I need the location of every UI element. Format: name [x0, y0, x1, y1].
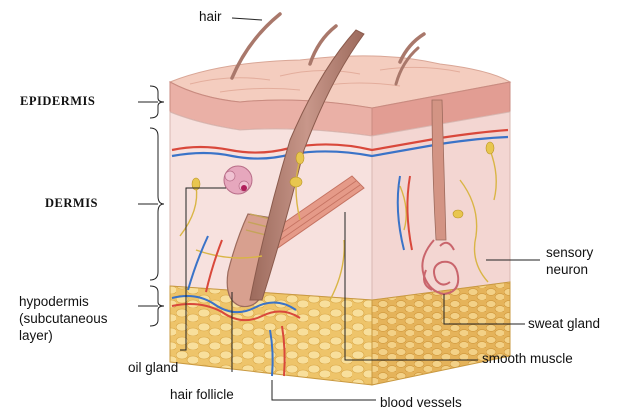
hypodermis-side: [372, 282, 510, 385]
label-epidermis: EPIDERMIS: [20, 95, 95, 109]
label-hypodermis: hypodermis (subcutaneous layer): [19, 293, 108, 344]
label-hair-follicle: hair follicle: [170, 388, 234, 403]
label-smooth-muscle: smooth muscle: [482, 352, 573, 367]
oil-gland-shape: [224, 166, 252, 194]
label-sweat-gland: sweat gland: [528, 317, 600, 332]
label-hair: hair: [199, 10, 222, 25]
label-dermis: DERMIS: [45, 197, 98, 211]
label-sensory-neuron: sensory neuron: [546, 244, 593, 278]
hair-strand-3: [400, 34, 424, 62]
label-oil-gland: oil gland: [128, 361, 178, 376]
label-blood-vessels: blood vessels: [380, 396, 462, 411]
